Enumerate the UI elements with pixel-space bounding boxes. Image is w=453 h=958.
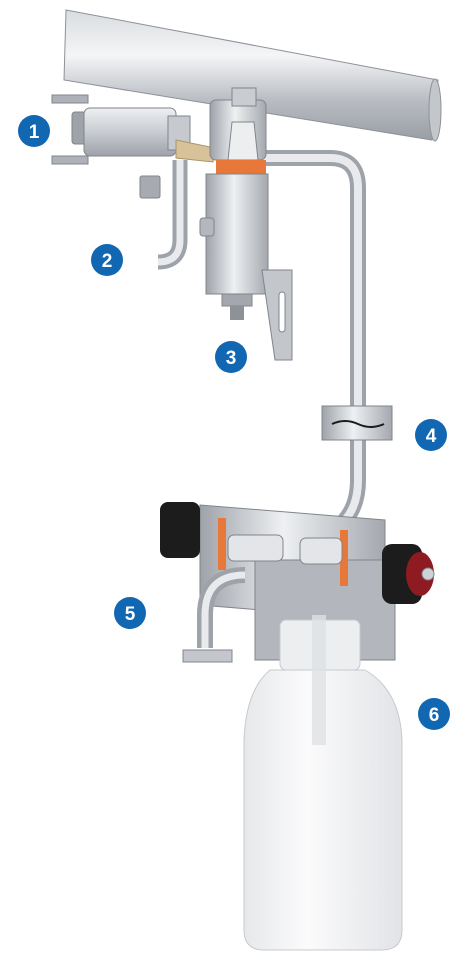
valve-block-icon (160, 502, 435, 663)
main-pipe-icon (63, 9, 442, 142)
svg-text:3: 3 (226, 348, 237, 369)
actuator-icon (51, 94, 216, 199)
marker-6: 6 (418, 698, 450, 730)
svg-text:6: 6 (429, 705, 440, 726)
sample-tube-icon (247, 150, 366, 528)
clamp-icon (321, 405, 393, 441)
filter-housing-icon (199, 87, 293, 361)
marker-4: 4 (415, 419, 447, 451)
marker-3: 3 (215, 341, 247, 373)
drain-tube-icon (157, 160, 188, 270)
svg-text:5: 5 (125, 604, 136, 625)
svg-text:4: 4 (426, 426, 437, 447)
marker-2: 2 (91, 244, 123, 276)
marker-1: 1 (18, 115, 50, 147)
svg-text:1: 1 (29, 122, 40, 143)
svg-text:2: 2 (102, 251, 113, 272)
marker-5: 5 (114, 597, 146, 629)
sample-bottle-icon (243, 615, 403, 951)
